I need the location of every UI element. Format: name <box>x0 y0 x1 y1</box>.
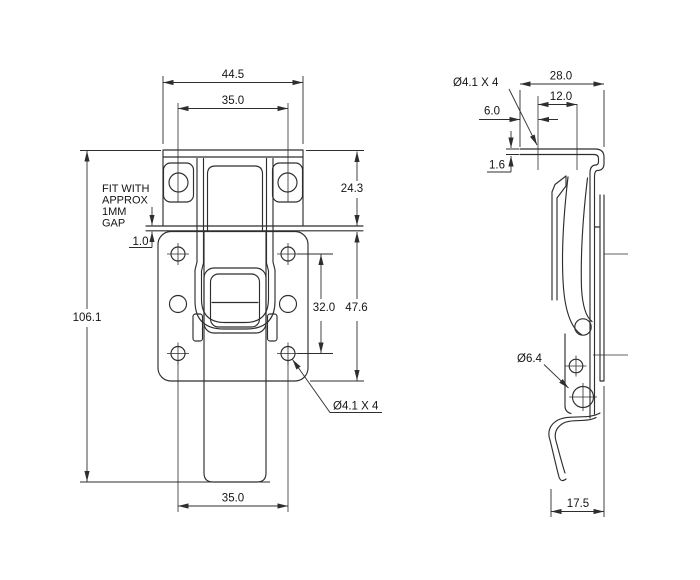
dim-overall-height-label: 106.1 <box>73 312 102 324</box>
lever-outer <box>203 267 267 334</box>
hook-hole <box>569 383 597 411</box>
dim-base-depth-label: 17.5 <box>567 498 589 510</box>
dim-flange-hole-spacing: 12.0 <box>538 91 577 108</box>
base-hole-top-right <box>277 243 299 265</box>
dim-hole-spacing-bottom: 35.0 <box>177 361 289 512</box>
dim-overall-width-label: 44.5 <box>222 69 244 81</box>
base-hole-bottom-right-crosshair <box>277 342 299 365</box>
fit-note-line-3: 1MM <box>102 206 126 218</box>
callout-flange-holes-label: Ø4.1 X 4 <box>453 77 499 89</box>
strap-head <box>206 165 264 232</box>
flange-profile-outer <box>519 148 605 415</box>
dim-overall-width: 44.5 <box>162 69 304 144</box>
dim-hole-spacing-vertical: 32.0 <box>297 253 335 354</box>
callout-mounting-holes: Ø4.1 X 4 <box>292 359 382 413</box>
base-hole-mid-right <box>278 294 298 314</box>
bracket-hole-left <box>168 172 189 193</box>
hook-hole-crosshair <box>569 383 597 411</box>
fit-note-line-2: APPROX <box>102 195 149 207</box>
dim-base-depth: 17.5 <box>550 386 605 517</box>
callout-flange-holes-leader <box>508 88 538 146</box>
dim-overall-depth-label: 28.0 <box>550 71 572 83</box>
dim-hole-spacing-bottom-label: 35.0 <box>222 493 244 505</box>
dim-bracket-height-label: 24.3 <box>341 183 363 195</box>
base-plate-outline <box>157 230 309 382</box>
side-view-part <box>519 148 628 482</box>
dim-overall-height: 106.1 <box>73 150 270 483</box>
base-hole-bottom-left-crosshair <box>167 342 189 365</box>
bail-wire-inner <box>200 157 270 324</box>
callout-mounting-holes-leader <box>292 359 382 413</box>
spring-tab-right <box>266 313 278 342</box>
pin-hole-crosshair <box>565 355 587 377</box>
pin-hole <box>565 355 587 377</box>
dim-hole-spacing-top: 35.0 <box>177 95 289 202</box>
dim-hole-edge-offset: 6.0 <box>479 106 558 123</box>
side-extension-lines <box>519 90 605 147</box>
flange-profile-inner <box>519 153 600 419</box>
lever-pivot <box>574 318 592 336</box>
lever-inner <box>209 273 261 328</box>
fit-note-line-1: FIT WITH <box>102 183 150 195</box>
bracket-pad-left <box>162 162 195 203</box>
hook-profile-inner <box>554 416 597 474</box>
base-hole-bottom-right <box>277 342 299 365</box>
base-hole-top-left-crosshair <box>167 243 189 265</box>
latch-jaw <box>551 175 567 301</box>
top-bracket-outline <box>162 149 304 227</box>
front-view-part <box>145 149 364 483</box>
callout-hook-hole: Ø6.4 <box>517 353 569 389</box>
base-hole-mid-left <box>168 294 188 314</box>
bracket-hole-right <box>277 172 298 193</box>
callout-hook-hole-label: Ø6.4 <box>517 353 543 365</box>
dim-base-height-label: 47.6 <box>345 302 367 314</box>
bracket-pad-right <box>271 162 304 203</box>
spring-tab-left <box>192 313 204 342</box>
dim-material-thickness: 1.6 <box>487 131 519 173</box>
callout-mounting-holes-label: Ø4.1 X 4 <box>333 401 379 413</box>
dim-bracket-height: 24.3 <box>306 150 364 226</box>
lever-profile-left <box>561 176 583 336</box>
hook-profile-outer <box>548 412 601 482</box>
catch-plate-edge <box>564 333 572 415</box>
dim-overall-depth: 28.0 <box>520 71 604 87</box>
dim-flange-hole-spacing-label: 12.0 <box>550 91 572 103</box>
dim-gap-label: 1.0 <box>133 236 149 248</box>
callout-hook-hole-leader <box>543 364 569 389</box>
dim-gap: 1.0 <box>129 207 155 248</box>
base-hole-top-left <box>167 243 189 265</box>
dim-base-height: 47.6 <box>310 232 368 382</box>
base-hole-top-right-crosshair <box>277 243 299 265</box>
base-plate-edge <box>599 194 605 382</box>
base-hole-bottom-left <box>167 342 189 365</box>
dim-hole-spacing-vertical-label: 32.0 <box>313 302 335 314</box>
fit-note: FIT WITH APPROX 1MM GAP <box>102 183 150 230</box>
bail-wire-outer <box>194 157 276 330</box>
side-view: 28.0 12.0 6.0 1.6 Ø4.1 X 4 <box>453 71 628 517</box>
lever-profile-right <box>580 177 593 323</box>
dim-material-thickness-label: 1.6 <box>489 160 505 172</box>
dim-hole-edge-offset-label: 6.0 <box>484 106 500 118</box>
front-view: 44.5 35.0 24.3 106.1 FIT WITH APPROX 1MM <box>73 69 382 512</box>
flange-hole-centerlines <box>537 96 578 170</box>
callout-flange-holes: Ø4.1 X 4 <box>453 77 538 146</box>
fit-note-line-4: GAP <box>102 218 125 230</box>
dim-hole-spacing-top-label: 35.0 <box>222 95 244 107</box>
